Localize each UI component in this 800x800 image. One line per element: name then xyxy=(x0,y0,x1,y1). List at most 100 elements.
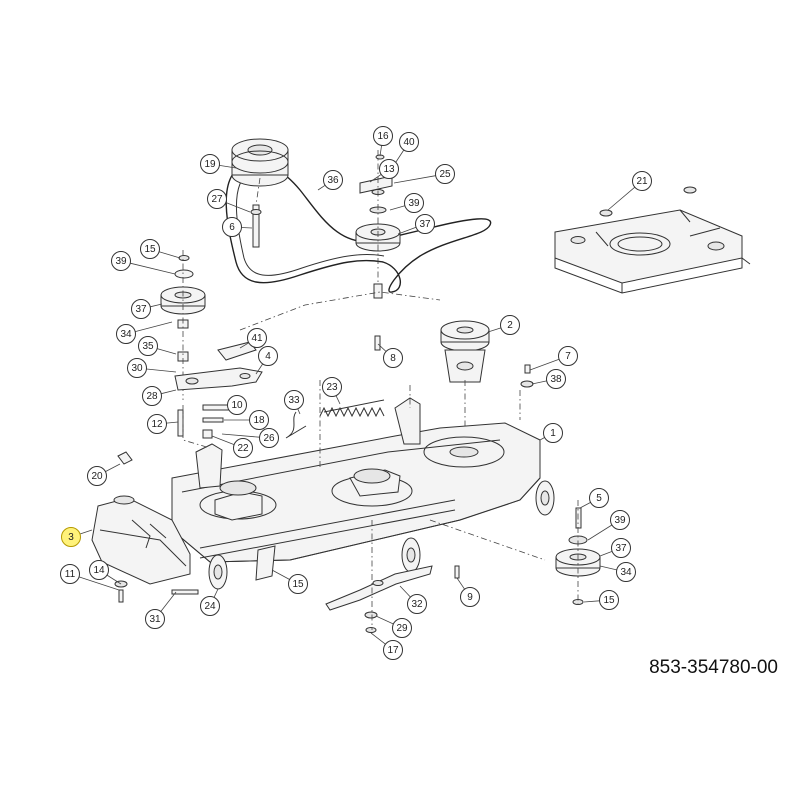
callout-37[interactable]: 37 xyxy=(131,299,151,319)
leader-line xyxy=(161,389,177,395)
callout-8[interactable]: 8 xyxy=(383,348,403,368)
document-number: 853-354780-00 xyxy=(649,657,778,678)
callout-7[interactable]: 7 xyxy=(558,346,578,366)
callout-label: 24 xyxy=(204,601,216,612)
callout-label: 6 xyxy=(229,222,235,233)
callout-24[interactable]: 24 xyxy=(200,596,220,616)
leader-line xyxy=(219,165,237,169)
leader-line xyxy=(579,502,591,509)
callout-41[interactable]: 41 xyxy=(247,328,267,348)
callout-label: 15 xyxy=(292,579,304,590)
callout-bubble xyxy=(392,618,412,638)
callout-36[interactable]: 36 xyxy=(323,170,343,190)
callout-2[interactable]: 2 xyxy=(500,315,520,335)
callout-label: 2 xyxy=(507,320,513,331)
callout-bubble xyxy=(259,428,279,448)
callout-bubble xyxy=(140,239,160,259)
callout-21[interactable]: 21 xyxy=(632,171,652,191)
right-spindle xyxy=(440,320,534,460)
callout-bubble xyxy=(610,510,630,530)
leader-line xyxy=(335,395,341,405)
callout-label: 17 xyxy=(387,645,399,656)
leader-line xyxy=(106,574,122,585)
callout-30[interactable]: 30 xyxy=(127,358,147,378)
callout-15[interactable]: 15 xyxy=(288,574,308,594)
callout-14[interactable]: 14 xyxy=(89,560,109,580)
callout-label: 19 xyxy=(204,159,216,170)
leader-line xyxy=(150,303,163,308)
callout-label: 34 xyxy=(120,329,132,340)
callout-bubble xyxy=(258,346,278,366)
leader-line xyxy=(370,632,386,645)
leader-line xyxy=(599,565,617,571)
callout-bubble xyxy=(249,410,269,430)
callout-11[interactable]: 11 xyxy=(60,564,80,584)
callout-31[interactable]: 31 xyxy=(145,609,165,629)
callout-38[interactable]: 38 xyxy=(546,369,566,389)
callout-35[interactable]: 35 xyxy=(138,336,158,356)
callout-label: 8 xyxy=(390,353,396,364)
callout-12[interactable]: 12 xyxy=(147,414,167,434)
leader-line xyxy=(255,363,264,375)
callout-label: 34 xyxy=(620,567,632,578)
callout-39[interactable]: 39 xyxy=(610,510,630,530)
callout-34[interactable]: 34 xyxy=(616,562,636,582)
callout-16[interactable]: 16 xyxy=(373,126,393,146)
callout-6[interactable]: 6 xyxy=(222,217,242,237)
callout-33[interactable]: 33 xyxy=(284,390,304,410)
callout-3[interactable]: 3 xyxy=(61,527,81,547)
callout-18[interactable]: 18 xyxy=(249,410,269,430)
callout-26[interactable]: 26 xyxy=(259,428,279,448)
callout-label: 5 xyxy=(596,493,602,504)
callout-label: 15 xyxy=(144,244,156,255)
callout-bubble xyxy=(142,386,162,406)
deck-housing xyxy=(171,397,541,563)
idler-arm xyxy=(174,335,381,437)
callout-bubble xyxy=(89,560,109,580)
callout-40[interactable]: 40 xyxy=(399,132,419,152)
leader-line xyxy=(135,321,173,332)
callout-37[interactable]: 37 xyxy=(415,214,435,234)
callout-label: 37 xyxy=(135,304,147,315)
leader-line xyxy=(399,585,411,598)
callout-34[interactable]: 34 xyxy=(116,324,136,344)
callout-4[interactable]: 4 xyxy=(258,346,278,366)
callout-label: 4 xyxy=(265,351,271,362)
callout-39[interactable]: 39 xyxy=(404,193,424,213)
callout-29[interactable]: 29 xyxy=(392,618,412,638)
callout-37[interactable]: 37 xyxy=(611,538,631,558)
callout-13[interactable]: 13 xyxy=(379,159,399,179)
callout-label: 40 xyxy=(403,137,415,148)
callout-label: 22 xyxy=(237,443,249,454)
callout-9[interactable]: 9 xyxy=(460,587,480,607)
callout-20[interactable]: 20 xyxy=(87,466,107,486)
callout-10[interactable]: 10 xyxy=(227,395,247,415)
callout-23[interactable]: 23 xyxy=(322,377,342,397)
callout-32[interactable]: 32 xyxy=(407,594,427,614)
callout-25[interactable]: 25 xyxy=(435,164,455,184)
gauge-wheels xyxy=(171,480,555,595)
callout-bubble xyxy=(611,538,631,558)
callout-bubble xyxy=(589,488,609,508)
callout-27[interactable]: 27 xyxy=(207,189,227,209)
callout-28[interactable]: 28 xyxy=(142,386,162,406)
callout-17[interactable]: 17 xyxy=(383,640,403,660)
callout-22[interactable]: 22 xyxy=(233,438,253,458)
callout-bubble xyxy=(222,217,242,237)
callout-39[interactable]: 39 xyxy=(111,251,131,271)
callout-label: 32 xyxy=(411,599,423,610)
callout-label: 29 xyxy=(396,623,408,634)
leader-line xyxy=(583,600,600,603)
callout-5[interactable]: 5 xyxy=(589,488,609,508)
callout-19[interactable]: 19 xyxy=(200,154,220,174)
callout-15[interactable]: 15 xyxy=(140,239,160,259)
callout-15[interactable]: 15 xyxy=(599,590,619,610)
callout-label: 16 xyxy=(377,131,389,142)
callout-1[interactable]: 1 xyxy=(543,423,563,443)
callout-label: 20 xyxy=(91,471,103,482)
callout-bubble xyxy=(415,214,435,234)
callout-bubble xyxy=(616,562,636,582)
leader-line xyxy=(487,327,502,333)
